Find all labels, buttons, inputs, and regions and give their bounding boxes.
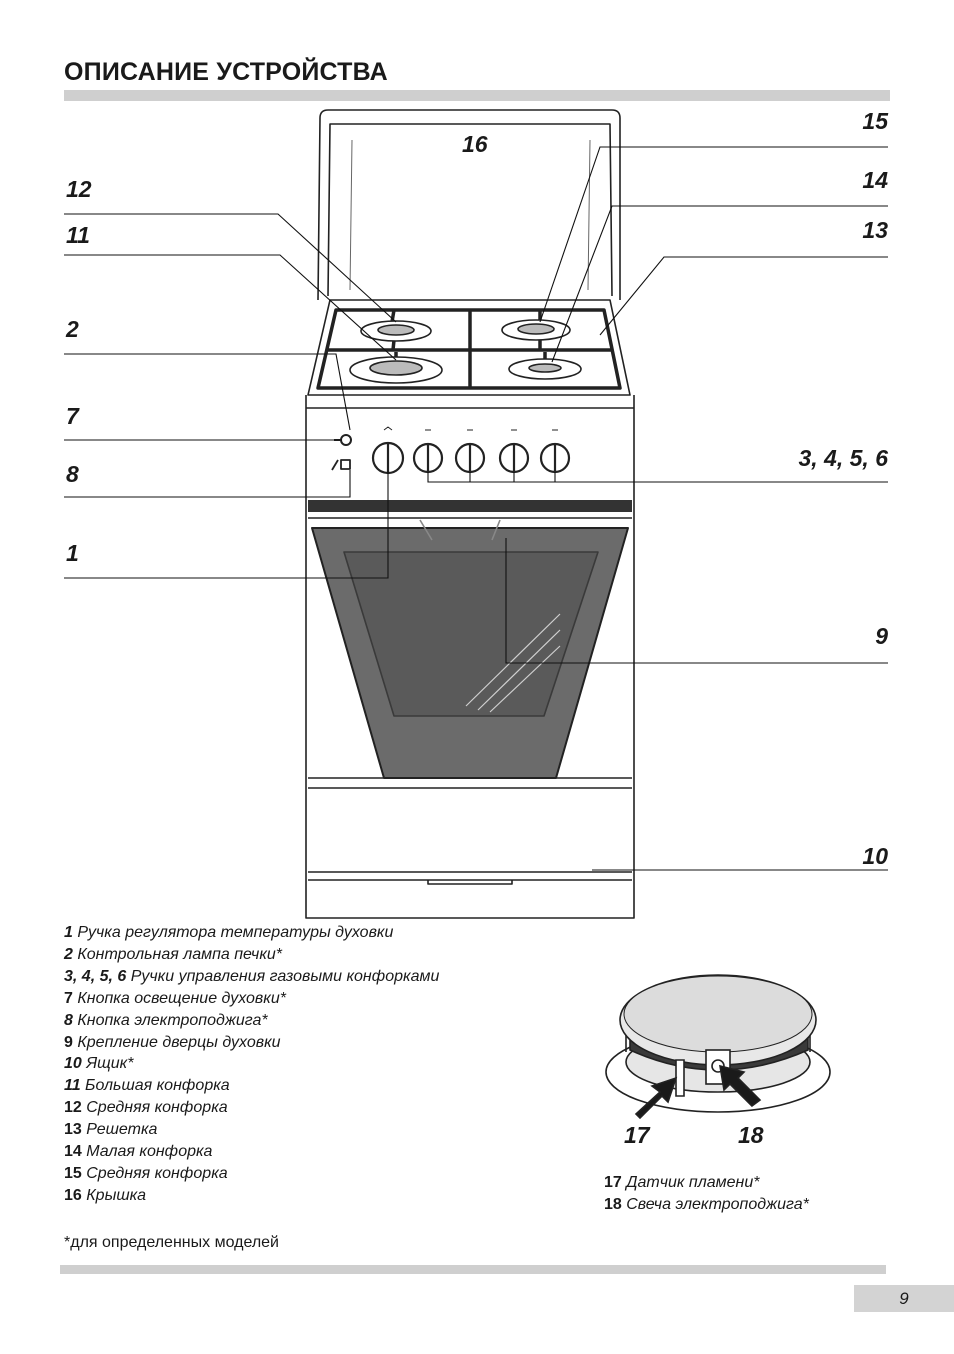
footnote: *для определенных моделей <box>64 1234 279 1251</box>
page-number: 9 <box>854 1285 954 1312</box>
leader-lines <box>64 146 888 871</box>
title-rule <box>64 90 890 101</box>
page-title: ОПИСАНИЕ УСТРОЙСТВА <box>64 58 388 86</box>
legend-item: 9 Крепление дверцы духовки <box>64 1033 281 1051</box>
callout-14: 14 <box>862 167 888 193</box>
legend-item: 3, 4, 5, 6 Ручки управления газовыми кон… <box>64 967 440 985</box>
hob <box>307 299 631 396</box>
legend-item: 16 Крышка <box>64 1186 147 1204</box>
ignition-button <box>340 459 351 470</box>
legend-item: 7 Кнопка освещение духовки* <box>64 989 286 1007</box>
callout-3-4-5-6: 3, 4, 5, 6 <box>798 445 888 471</box>
callout-9: 9 <box>875 623 888 649</box>
burner-legend: 17 Датчик пламени* 18 Свеча электроподжи… <box>604 1172 809 1216</box>
footer-rule <box>60 1265 886 1274</box>
parts-legend: 1 Ручка регулятора температуры духовки 2… <box>64 922 584 1207</box>
callout-1: 1 <box>66 540 79 566</box>
legend-item: 15 Средняя конфорка <box>64 1164 228 1182</box>
callout-2: 2 <box>66 316 79 342</box>
legend-item: 8 Кнопка электроподжига* <box>64 1011 268 1029</box>
legend-item: 1 Ручка регулятора температуры духовки <box>64 924 394 941</box>
callout-12: 12 <box>66 176 92 202</box>
legend-item: 18 Свеча электроподжига* <box>604 1195 809 1213</box>
callout-16: 16 <box>462 131 488 157</box>
stove-body <box>305 395 635 919</box>
callout-15: 15 <box>862 108 888 134</box>
legend-item: 11 Большая конфорка <box>64 1077 230 1095</box>
legend-item: 10 Ящик* <box>64 1055 134 1073</box>
callout-18: 18 <box>738 1122 764 1148</box>
control-knobs <box>371 441 571 475</box>
legend-item: 17 Датчик пламени* <box>604 1174 760 1191</box>
callout-17: 17 <box>624 1122 650 1148</box>
burner-detail <box>605 974 831 1120</box>
legend-item: 13 Решетка <box>64 1121 158 1139</box>
callout-7: 7 <box>66 403 79 429</box>
callout-10: 10 <box>862 843 888 869</box>
legend-item: 14 Малая конфорка <box>64 1143 213 1161</box>
callout-8: 8 <box>66 461 79 487</box>
legend-item: 12 Средняя конфорка <box>64 1099 228 1117</box>
lamp-button <box>340 434 352 446</box>
callout-11: 11 <box>66 222 90 248</box>
callout-13: 13 <box>862 217 888 243</box>
legend-item: 2 Контрольная лампа печки* <box>64 945 283 963</box>
